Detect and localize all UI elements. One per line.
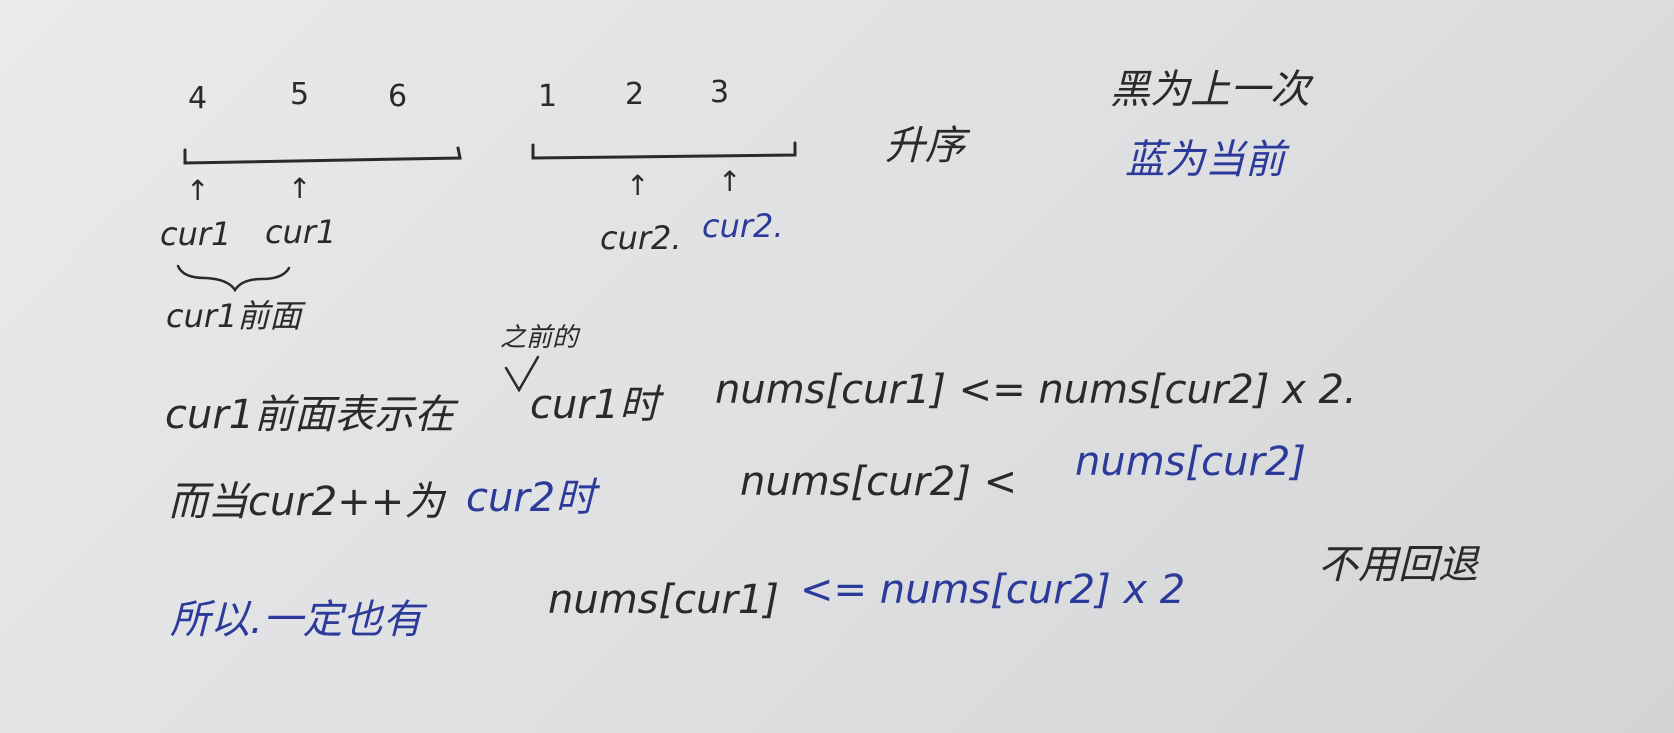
insert-caret [504, 355, 540, 393]
array-right-value: 1 [538, 79, 558, 114]
line2-formula-blue: nums[cur2] [1075, 439, 1306, 485]
up-arrow-icon: ↑ [288, 172, 312, 205]
brace-label: cur1前面 [166, 297, 302, 335]
sorted-label: 升序 [885, 123, 965, 169]
line2-text-b: cur2时 [466, 475, 596, 521]
line1-text-a: cur1前面表示在 [165, 392, 455, 438]
line1-formula: nums[cur1] <= nums[cur2] x 2. [715, 367, 1357, 413]
array-left-value: 6 [388, 79, 408, 114]
up-arrow-icon: ↑ [718, 165, 742, 198]
array-right-value: 2 [625, 77, 645, 112]
insert-superscript: 之前的 [500, 323, 579, 353]
cur1-old-label: cur1 [160, 215, 232, 253]
line2-text-a: 而当cur2++为 [168, 479, 445, 525]
cur2-old-label: cur2. [600, 219, 682, 257]
line3-formula-black: nums[cur1] [548, 577, 779, 623]
line2-formula-black: nums[cur2] < [740, 459, 1018, 505]
array-left-value: 5 [290, 77, 310, 112]
up-arrow-icon: ↑ [626, 169, 650, 202]
line1-text-b: cur1时 [530, 382, 660, 428]
array-left-value: 4 [188, 81, 208, 116]
right-array-bracket [531, 141, 797, 160]
line3-tail: 不用回退 [1318, 542, 1478, 588]
cur1-new-label: cur1 [265, 213, 337, 251]
legend-blue: 蓝为当前 [1125, 137, 1285, 183]
array-right-value: 3 [710, 75, 730, 110]
line3-formula-blue: <= nums[cur2] x 2 [800, 567, 1186, 613]
left-array-bracket [183, 146, 462, 165]
cur1-brace [176, 264, 291, 293]
up-arrow-icon: ↑ [186, 174, 210, 207]
legend-black: 黑为上一次 [1110, 67, 1310, 113]
cur2-new-label: cur2. [702, 207, 784, 245]
line3-text-a: 所以.一定也有 [170, 597, 423, 643]
